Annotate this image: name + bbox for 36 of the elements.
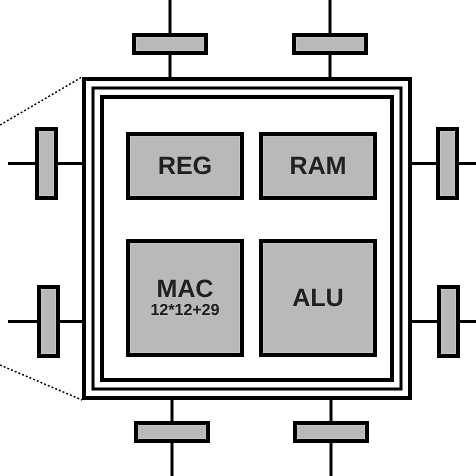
lead-wire (170, 400, 174, 421)
lead-wire (412, 320, 437, 323)
dotted-line (0, 364, 82, 401)
pin-lead (293, 421, 369, 443)
pin-lead (35, 127, 58, 200)
chip-package (82, 77, 412, 400)
lead-wire (412, 162, 436, 165)
pin-lead (134, 421, 210, 443)
function-block (126, 239, 244, 357)
lead-wire (170, 443, 174, 476)
lead-wire (8, 320, 37, 323)
lead-wire (328, 0, 332, 33)
lead-wire (168, 55, 172, 77)
pin-lead (132, 33, 208, 55)
lead-wire (459, 162, 476, 165)
lead-wire (328, 55, 332, 77)
pin-lead (437, 285, 460, 358)
lead-wire (58, 162, 82, 165)
block-label: RAM (290, 152, 346, 180)
lead-wire (168, 0, 172, 33)
block-label: MAC (156, 276, 214, 302)
function-block (126, 132, 244, 200)
lead-wire (60, 320, 82, 323)
pin-lead (292, 33, 368, 55)
function-block (259, 239, 377, 357)
block-formula: 12*12+29 (150, 302, 220, 320)
dotted-line (0, 76, 82, 126)
pin-lead (37, 285, 60, 358)
lead-wire (330, 400, 332, 421)
block-label: ALU (292, 284, 344, 312)
pin-lead (436, 127, 459, 200)
lead-wire (8, 162, 35, 165)
function-block (259, 132, 377, 200)
lead-wire (330, 443, 332, 476)
lead-wire (460, 320, 476, 323)
block-label: REG (158, 152, 212, 180)
